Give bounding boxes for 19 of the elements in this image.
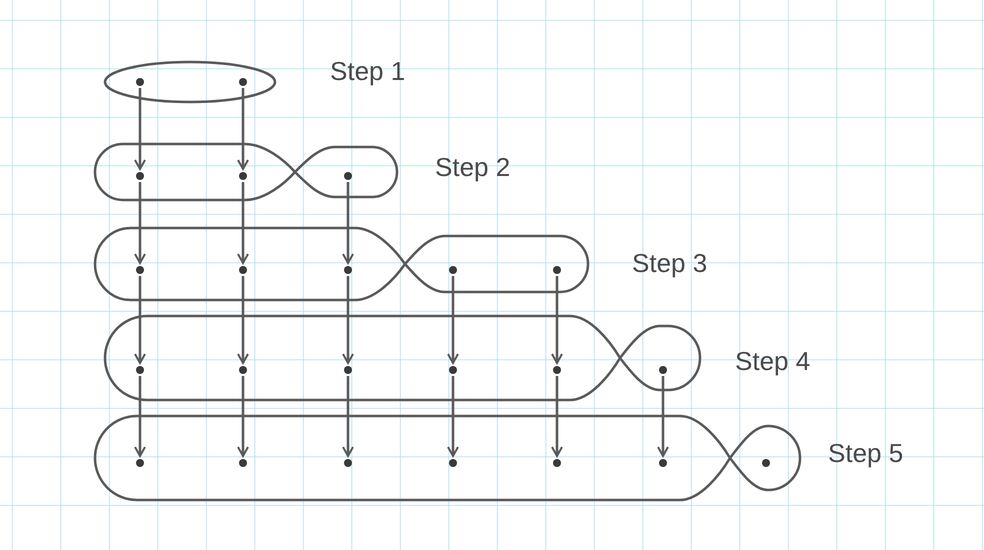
arrow [134, 182, 146, 264]
arrow [447, 276, 459, 364]
arrow [237, 182, 249, 264]
arrow [551, 376, 563, 457]
arrow [342, 276, 354, 364]
arrow [342, 376, 354, 457]
arrow [134, 276, 146, 364]
step-label: Step 4 [735, 348, 810, 374]
arrow [342, 182, 354, 264]
arrow [657, 376, 669, 457]
arrow [134, 376, 146, 457]
arrow [237, 376, 249, 457]
step-label: Step 1 [330, 58, 406, 84]
arrow [551, 276, 563, 364]
step-label: Step 5 [828, 440, 904, 466]
step-label: Step 2 [435, 154, 510, 180]
arrow [237, 276, 249, 364]
step-label: Step 3 [632, 250, 708, 276]
arrow [447, 376, 459, 457]
